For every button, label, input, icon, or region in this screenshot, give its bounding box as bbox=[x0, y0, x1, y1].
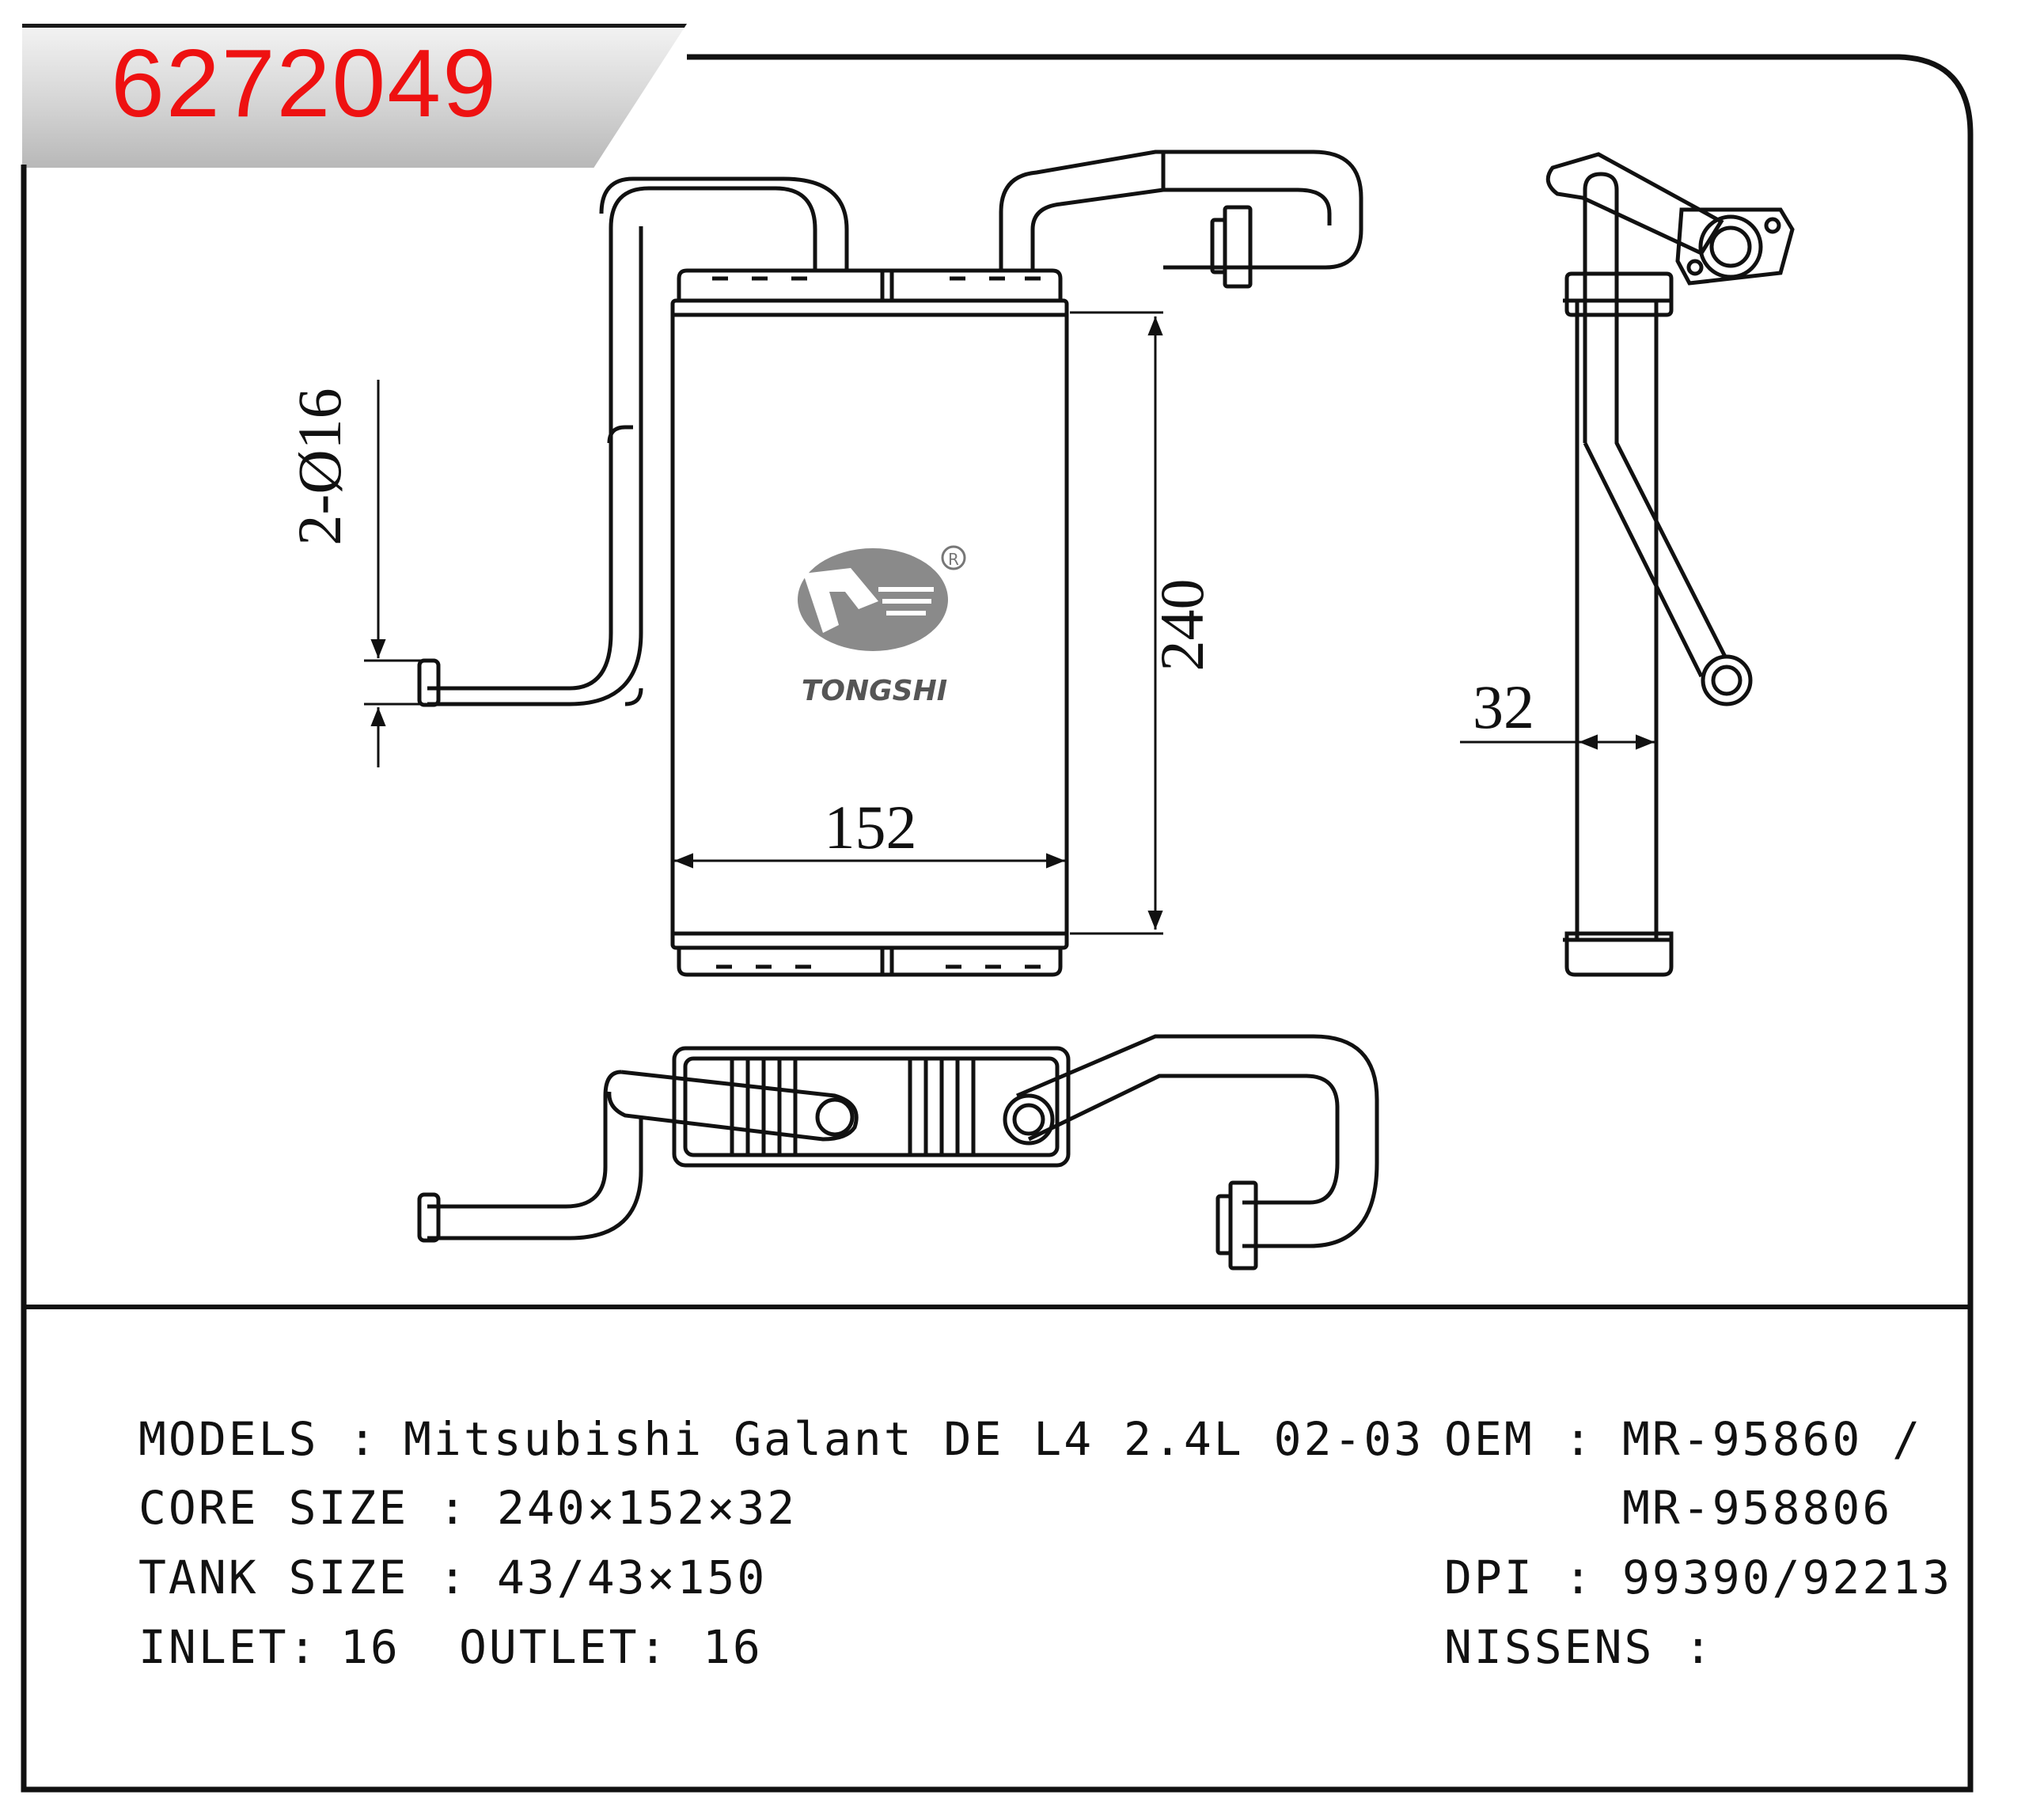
top-inlet-pipe bbox=[607, 1070, 859, 1142]
oem-value-1: MR-95860 / bbox=[1622, 1412, 1923, 1466]
outlet-pipe bbox=[999, 150, 1363, 271]
outlet-value: 16 bbox=[703, 1620, 763, 1674]
models-label: MODELS : bbox=[138, 1412, 379, 1466]
side-flange bbox=[1675, 207, 1795, 286]
depth-dimension-label: 32 bbox=[1473, 672, 1534, 741]
core-size-value: 240×152×32 bbox=[497, 1481, 798, 1535]
logo-brand-text: TONGSHI bbox=[802, 675, 947, 707]
top-inlet-stub bbox=[417, 1192, 441, 1243]
outlet-flange bbox=[1223, 205, 1253, 289]
inlet-value: 16 bbox=[340, 1620, 400, 1674]
height-dimension-label: 240 bbox=[1147, 579, 1216, 672]
top-view-body bbox=[672, 1046, 1071, 1168]
side-pipe-end bbox=[1701, 654, 1753, 706]
outlet-label: OUTLET: bbox=[459, 1620, 669, 1674]
core-size-label: CORE SIZE : bbox=[138, 1481, 469, 1535]
oem-value-2: MR-958806 bbox=[1622, 1481, 1893, 1535]
inlet-pipe bbox=[427, 186, 817, 691]
nissens-label: NISSENS : bbox=[1444, 1620, 1715, 1674]
part-number-banner bbox=[22, 24, 687, 168]
top-tank bbox=[677, 268, 1063, 303]
top-outlet-pipe bbox=[1016, 1034, 1379, 1248]
models-value: Mitsubishi Galant DE L4 2.4L 02-03 bbox=[404, 1412, 1424, 1466]
oem-label: OEM : bbox=[1444, 1412, 1595, 1466]
tank-size-label: TANK SIZE : bbox=[138, 1551, 469, 1604]
pipe-diameter-label: 2-Ø16 bbox=[285, 388, 354, 545]
top-outlet-flange bbox=[1228, 1180, 1258, 1271]
front-view bbox=[417, 150, 1363, 977]
inlet-stub bbox=[417, 658, 441, 707]
top-view bbox=[417, 1034, 1379, 1271]
tongshi-logo: R TONGSHI bbox=[798, 545, 966, 707]
dpi-value: 99390/92213 bbox=[1622, 1551, 1953, 1604]
tank-size-value: 43/43×150 bbox=[497, 1551, 768, 1604]
front-dimensions bbox=[364, 311, 1163, 935]
dpi-label: DPI : bbox=[1444, 1551, 1595, 1604]
registered-mark: R bbox=[948, 550, 959, 569]
side-inlet-pipe bbox=[1583, 172, 1727, 658]
width-dimension-label: 152 bbox=[825, 793, 917, 862]
side-view bbox=[1545, 152, 1795, 977]
bottom-tank bbox=[677, 945, 1063, 977]
outer-frame bbox=[21, 54, 1974, 1793]
inlet-label: INLET: bbox=[138, 1620, 319, 1674]
part-number: 6272049 bbox=[111, 29, 498, 137]
